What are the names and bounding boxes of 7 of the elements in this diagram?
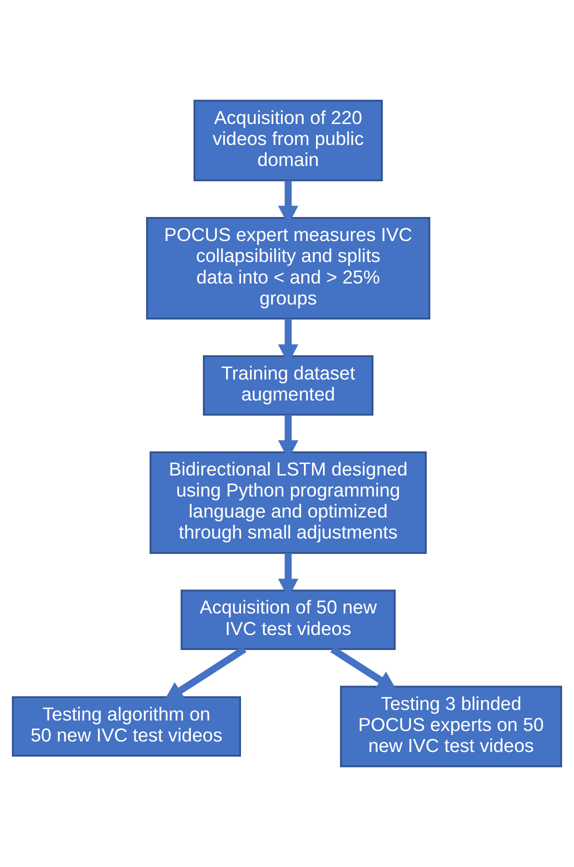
node-box: POCUS expert measures IVC collapsibility and splits data into < and > 25% groups — [146, 217, 430, 320]
node-box: Acquisition of 220 videos from public domain — [194, 100, 383, 182]
node-box: Testing algorithm on 50 new IVC test videos — [12, 696, 241, 757]
node-box: Bidirectional LSTM designed using Python programming language and optimized through small adjustments — [150, 451, 427, 554]
node-box: Training dataset augmented — [202, 355, 374, 416]
node-box: Acquisition of 50 new IVC test videos — [180, 590, 396, 650]
node-box: Testing 3 blinded POCUS experts on 50 new IVC test videos — [340, 686, 562, 768]
